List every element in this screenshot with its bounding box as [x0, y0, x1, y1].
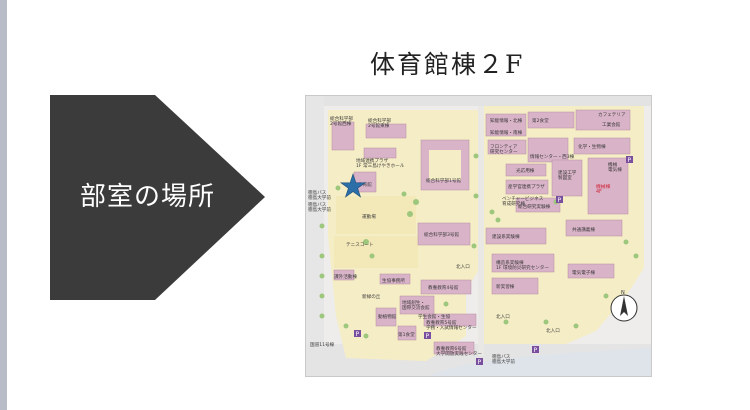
label-student-center: 学生会館・生協 — [418, 313, 451, 320]
building-bunka — [375, 307, 397, 327]
building-sogo-kenkyu — [515, 197, 561, 213]
building-chiiki-plaza — [363, 147, 397, 159]
slide-title: 体育館棟２F — [370, 50, 525, 79]
building-kouzou — [491, 253, 555, 273]
label-sogo-3: 総合科学部3号館 — [424, 231, 459, 238]
label-keyaki: 新緑の丘 — [362, 293, 381, 300]
map-label: P — [426, 333, 430, 340]
label-venture: ベンチャービジネス育成研究棟 — [502, 195, 544, 207]
map-label: P — [628, 157, 632, 164]
label-bunka: 動植物館 — [378, 313, 397, 320]
label-south-gate: 北入口 — [456, 263, 470, 270]
label-field: 運動場 — [362, 213, 376, 220]
building-daiichi-shokudo — [397, 325, 417, 341]
building-sogo-2-west — [331, 121, 355, 151]
label-gakumu: 教養教育5号館学務・入試情報センター — [426, 319, 477, 331]
building-kensetsu — [551, 159, 583, 197]
map-label: P — [478, 359, 482, 366]
building-kogaku-4f — [587, 157, 629, 215]
sports-field — [336, 196, 416, 234]
label-denki: 電気電子棟 — [572, 269, 595, 276]
building-sogo-3 — [417, 222, 471, 246]
building-kagaku — [573, 137, 631, 155]
building-shoumei — [565, 219, 623, 237]
label-kobunshi: 光応用棟 — [516, 167, 535, 174]
label-kenchiku: 建設系実験棟 — [492, 233, 520, 240]
label-kogaku: 工業会館 — [602, 121, 621, 128]
label-tennis: テニスコート — [346, 242, 374, 248]
label-kikai: 機械電気棟 — [608, 161, 622, 173]
center-road — [478, 106, 484, 356]
map-label: P — [558, 197, 562, 204]
label-shoumei: 共通講義棟 — [572, 226, 595, 233]
building-daini-shokudo — [527, 111, 575, 129]
label-sogo-kenkyu: 総合研究実験棟 — [518, 203, 551, 210]
building-seikyo — [379, 273, 411, 285]
building-club-house — [333, 269, 355, 281]
label-kokudo: 国道11号線 — [310, 341, 335, 348]
building-frontier — [487, 139, 527, 155]
label-south-gate-3: 北入口 — [496, 313, 510, 320]
building-chishiki — [485, 113, 527, 137]
label-south-gate-2: 北入口 — [546, 327, 560, 334]
label-chiiki-soto: 地域創生・国際交流会館 — [402, 299, 430, 311]
road-west — [306, 96, 324, 376]
building-kyoyo-4 — [420, 279, 472, 295]
label-bus-stop-1: 徳島バス徳島大学前 — [308, 189, 331, 201]
building-sogo-2-east — [365, 123, 407, 139]
building-kenchiku — [485, 227, 547, 245]
trees — [319, 153, 639, 339]
label-daiichi-shokudo: 第1食堂 — [398, 331, 415, 338]
left-accent-bar — [0, 0, 7, 410]
building-kyodo — [491, 277, 539, 295]
label-joho-center: 情報センター・西3棟 — [530, 153, 575, 160]
label-chishiki-minami: 知能情報・南棟 — [490, 129, 523, 136]
gym-star-icon — [339, 173, 367, 198]
label-kyoyo-6: 教養教育6号館大学開放実践センター — [436, 345, 482, 357]
building-sogo-1-courtyard — [429, 150, 461, 180]
label-sangaku: 産学官連携プラザ — [508, 183, 545, 190]
label-kyodo: 新実習棟 — [496, 283, 515, 290]
label-seikyo: 生協事務所 — [382, 277, 405, 284]
building-joho — [527, 137, 569, 163]
north-arrow-icon: N — [610, 290, 638, 322]
building-gakumu — [423, 313, 477, 327]
label-kensetsu: 建設工学製図室 — [558, 169, 577, 181]
arrow-label: 部室の場所 — [80, 182, 216, 212]
building-denki — [567, 263, 615, 279]
label-daini-shokudo: 第2食堂 — [532, 117, 549, 124]
parking-markers: P P P P P P — [354, 156, 633, 366]
label-kagaku-seibutsu: 化学・生物棟 — [578, 143, 606, 150]
arrow-shape — [50, 95, 265, 300]
label-club-house: 課外活動棟 — [334, 273, 357, 280]
label-bus-stop-3: 徳島バス徳島大学前 — [492, 353, 515, 365]
label-frontier: フロンティア研究センター — [490, 144, 518, 155]
road-north — [306, 96, 651, 106]
building-sangaku — [505, 179, 549, 195]
label-bus-stop-2: 徳島バス徳島大学前 — [308, 201, 331, 213]
building-cafe — [575, 109, 631, 131]
tennis-court — [334, 236, 418, 268]
building-chiiki-soto — [399, 295, 435, 315]
map-label: N — [621, 290, 625, 296]
label-sogo-1: 総合科学部1号館 — [426, 177, 461, 184]
label-cafe: カフェテリア — [598, 112, 626, 118]
label-chishiki-kita: 知能情報・北棟 — [490, 117, 523, 124]
label-gym: 体育館 — [358, 181, 372, 188]
map-label: P — [534, 347, 538, 354]
building-kobunshi — [505, 163, 547, 177]
label-kyoyo-4: 教養教育4号館 — [428, 284, 459, 291]
map-label: P — [356, 331, 360, 338]
building-kyoyo-6 — [433, 341, 475, 355]
river — [424, 348, 651, 376]
